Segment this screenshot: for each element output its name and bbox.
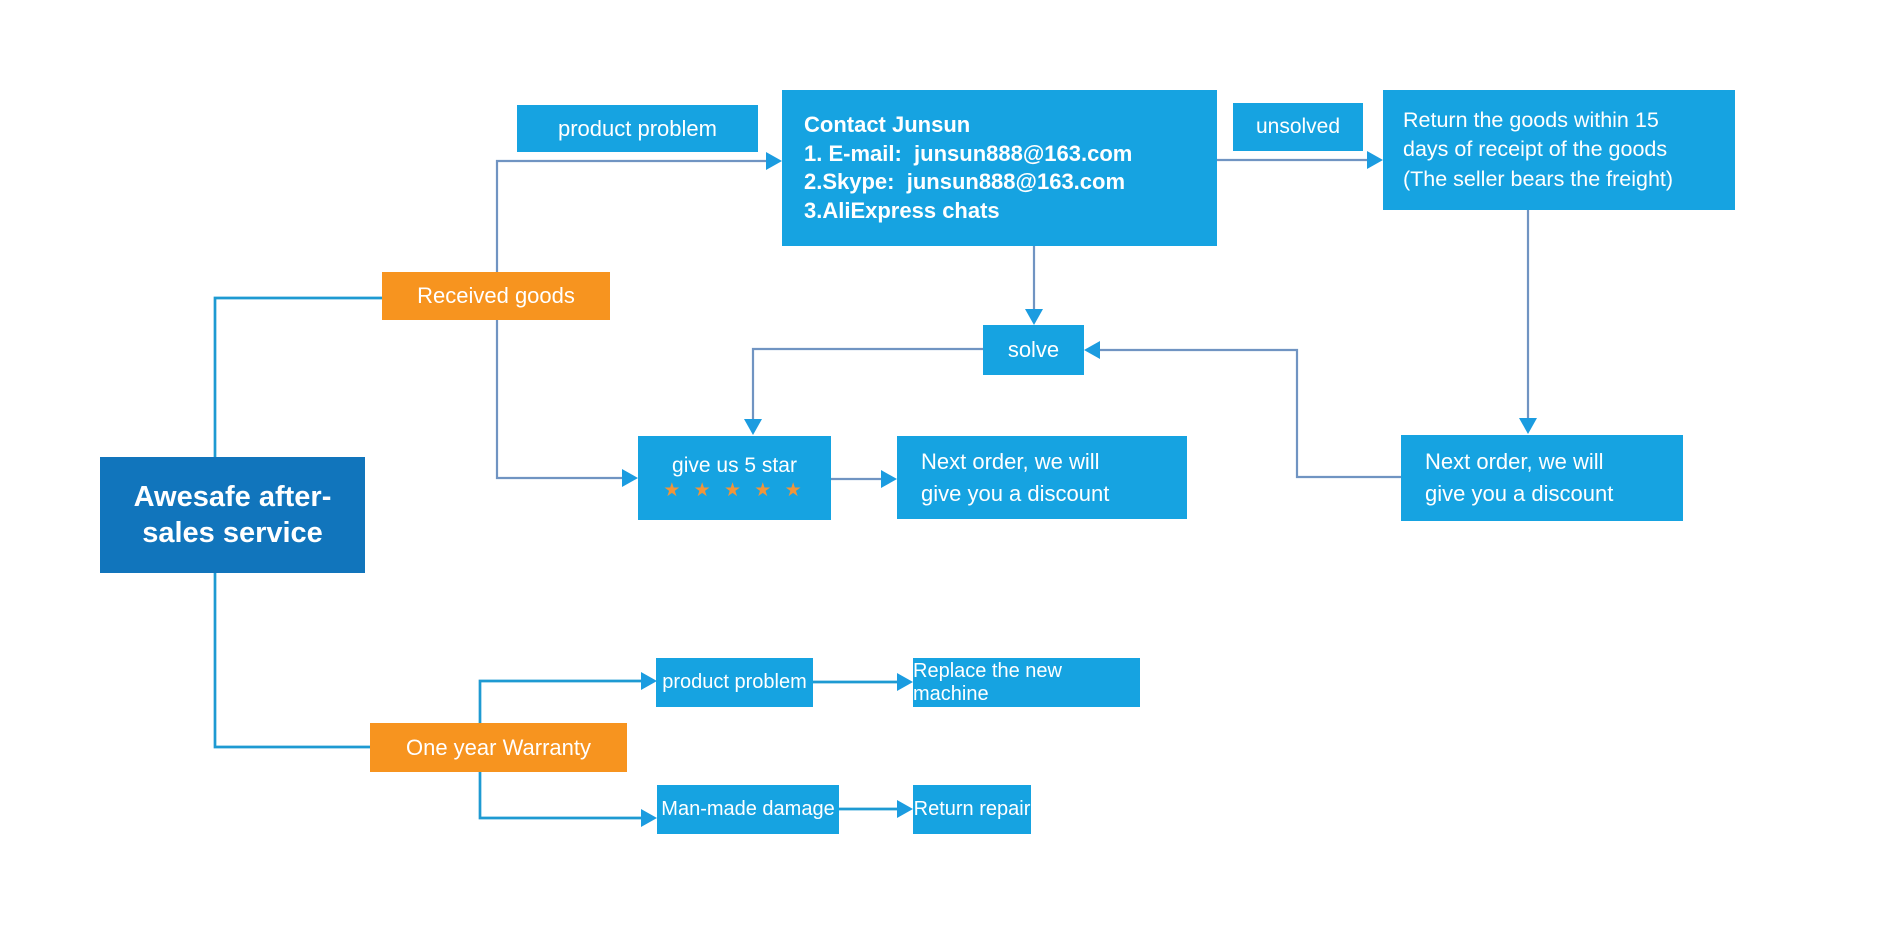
received-goods-label: Received goods (417, 283, 575, 308)
return-line1: Return the goods within 15 (1403, 107, 1659, 132)
discount-left-line2: give you a discount (921, 480, 1110, 506)
arrowhead-into-discount-left (881, 470, 897, 488)
arrowhead-into-man-made (641, 809, 657, 827)
arrowhead-into-solve-top (1025, 309, 1043, 325)
line-solve-to-five-star (751, 347, 983, 421)
node-solve: solve (983, 325, 1084, 375)
arrowhead-into-replace (897, 673, 913, 691)
arrowhead-into-solve-right (1084, 341, 1100, 359)
discount-right-line1: Next order, we will (1425, 449, 1604, 474)
return-line2: days of receipt of the goods (1403, 137, 1668, 162)
arrowhead-into-contact (766, 152, 782, 170)
node-product-problem-bottom: product problem (656, 658, 813, 707)
contact-aliexpress: 3.AliExpress chats (804, 197, 1000, 223)
line-title-to-received (213, 296, 382, 457)
solve-label: solve (1007, 337, 1060, 362)
node-unsolved: unsolved (1233, 103, 1363, 151)
node-discount-right: Next order, we will give you a discount (1401, 435, 1683, 521)
node-one-year-warranty: One year Warranty (370, 723, 627, 772)
node-main-title: Awesafe after- sales service (100, 457, 365, 573)
node-received-goods: Received goods (382, 272, 610, 320)
line-warranty-to-product-problem (478, 679, 643, 723)
contact-email: 1. E-mail: junsun888@163.com (804, 140, 1133, 166)
return-line3: (The seller bears the freight) (1403, 166, 1674, 191)
node-return-repair: Return repair (913, 785, 1031, 834)
discount-left-line1: Next order, we will (921, 448, 1100, 474)
node-give-us-5-star: give us 5 star ★ ★ ★ ★ ★ (638, 436, 831, 520)
node-contact-junsun: Contact Junsun 1. E-mail: junsun888@163.… (782, 90, 1217, 246)
arrowhead-into-return-repair (897, 800, 913, 818)
line-received-to-contact (495, 159, 770, 272)
contact-title: Contact Junsun (804, 112, 971, 137)
product-problem-top-label: product problem (558, 115, 717, 141)
main-title-line1: Awesafe after- (133, 481, 332, 513)
unsolved-label: unsolved (1255, 115, 1341, 138)
line-warranty-to-man-made (478, 772, 643, 820)
node-product-problem-top: product problem (517, 105, 758, 152)
replace-machine-label: Replace the new machine (913, 659, 1062, 705)
man-made-damage-label: Man-made damage (661, 798, 835, 820)
discount-right-line2: give you a discount (1425, 481, 1614, 506)
line-received-to-five-star (495, 320, 624, 480)
node-man-made-damage: Man-made damage (657, 785, 839, 834)
arrowhead-into-product-problem-bottom (641, 672, 657, 690)
node-discount-left: Next order, we will give you a discount (897, 436, 1187, 519)
line-title-to-warranty (213, 573, 370, 749)
product-problem-bottom-label: product problem (662, 671, 807, 693)
node-replace-machine: Replace the new machine (913, 658, 1140, 707)
one-year-warranty-label: One year Warranty (405, 734, 592, 760)
arrowhead-into-five-star-top (744, 419, 762, 435)
return-repair-label: Return repair (913, 798, 1031, 820)
contact-skype: 2.Skype: junsun888@163.com (804, 169, 1126, 194)
five-star-rating-icons: ★ ★ ★ ★ ★ (663, 480, 806, 501)
five-star-label: give us 5 star (672, 454, 797, 477)
arrowhead-into-return (1367, 151, 1383, 169)
arrowhead-into-discount-right (1519, 418, 1537, 434)
node-return-goods: Return the goods within 15 days of recei… (1383, 90, 1735, 210)
main-title-line2: sales service (142, 517, 323, 549)
arrowhead-into-five-star-left (622, 469, 638, 487)
